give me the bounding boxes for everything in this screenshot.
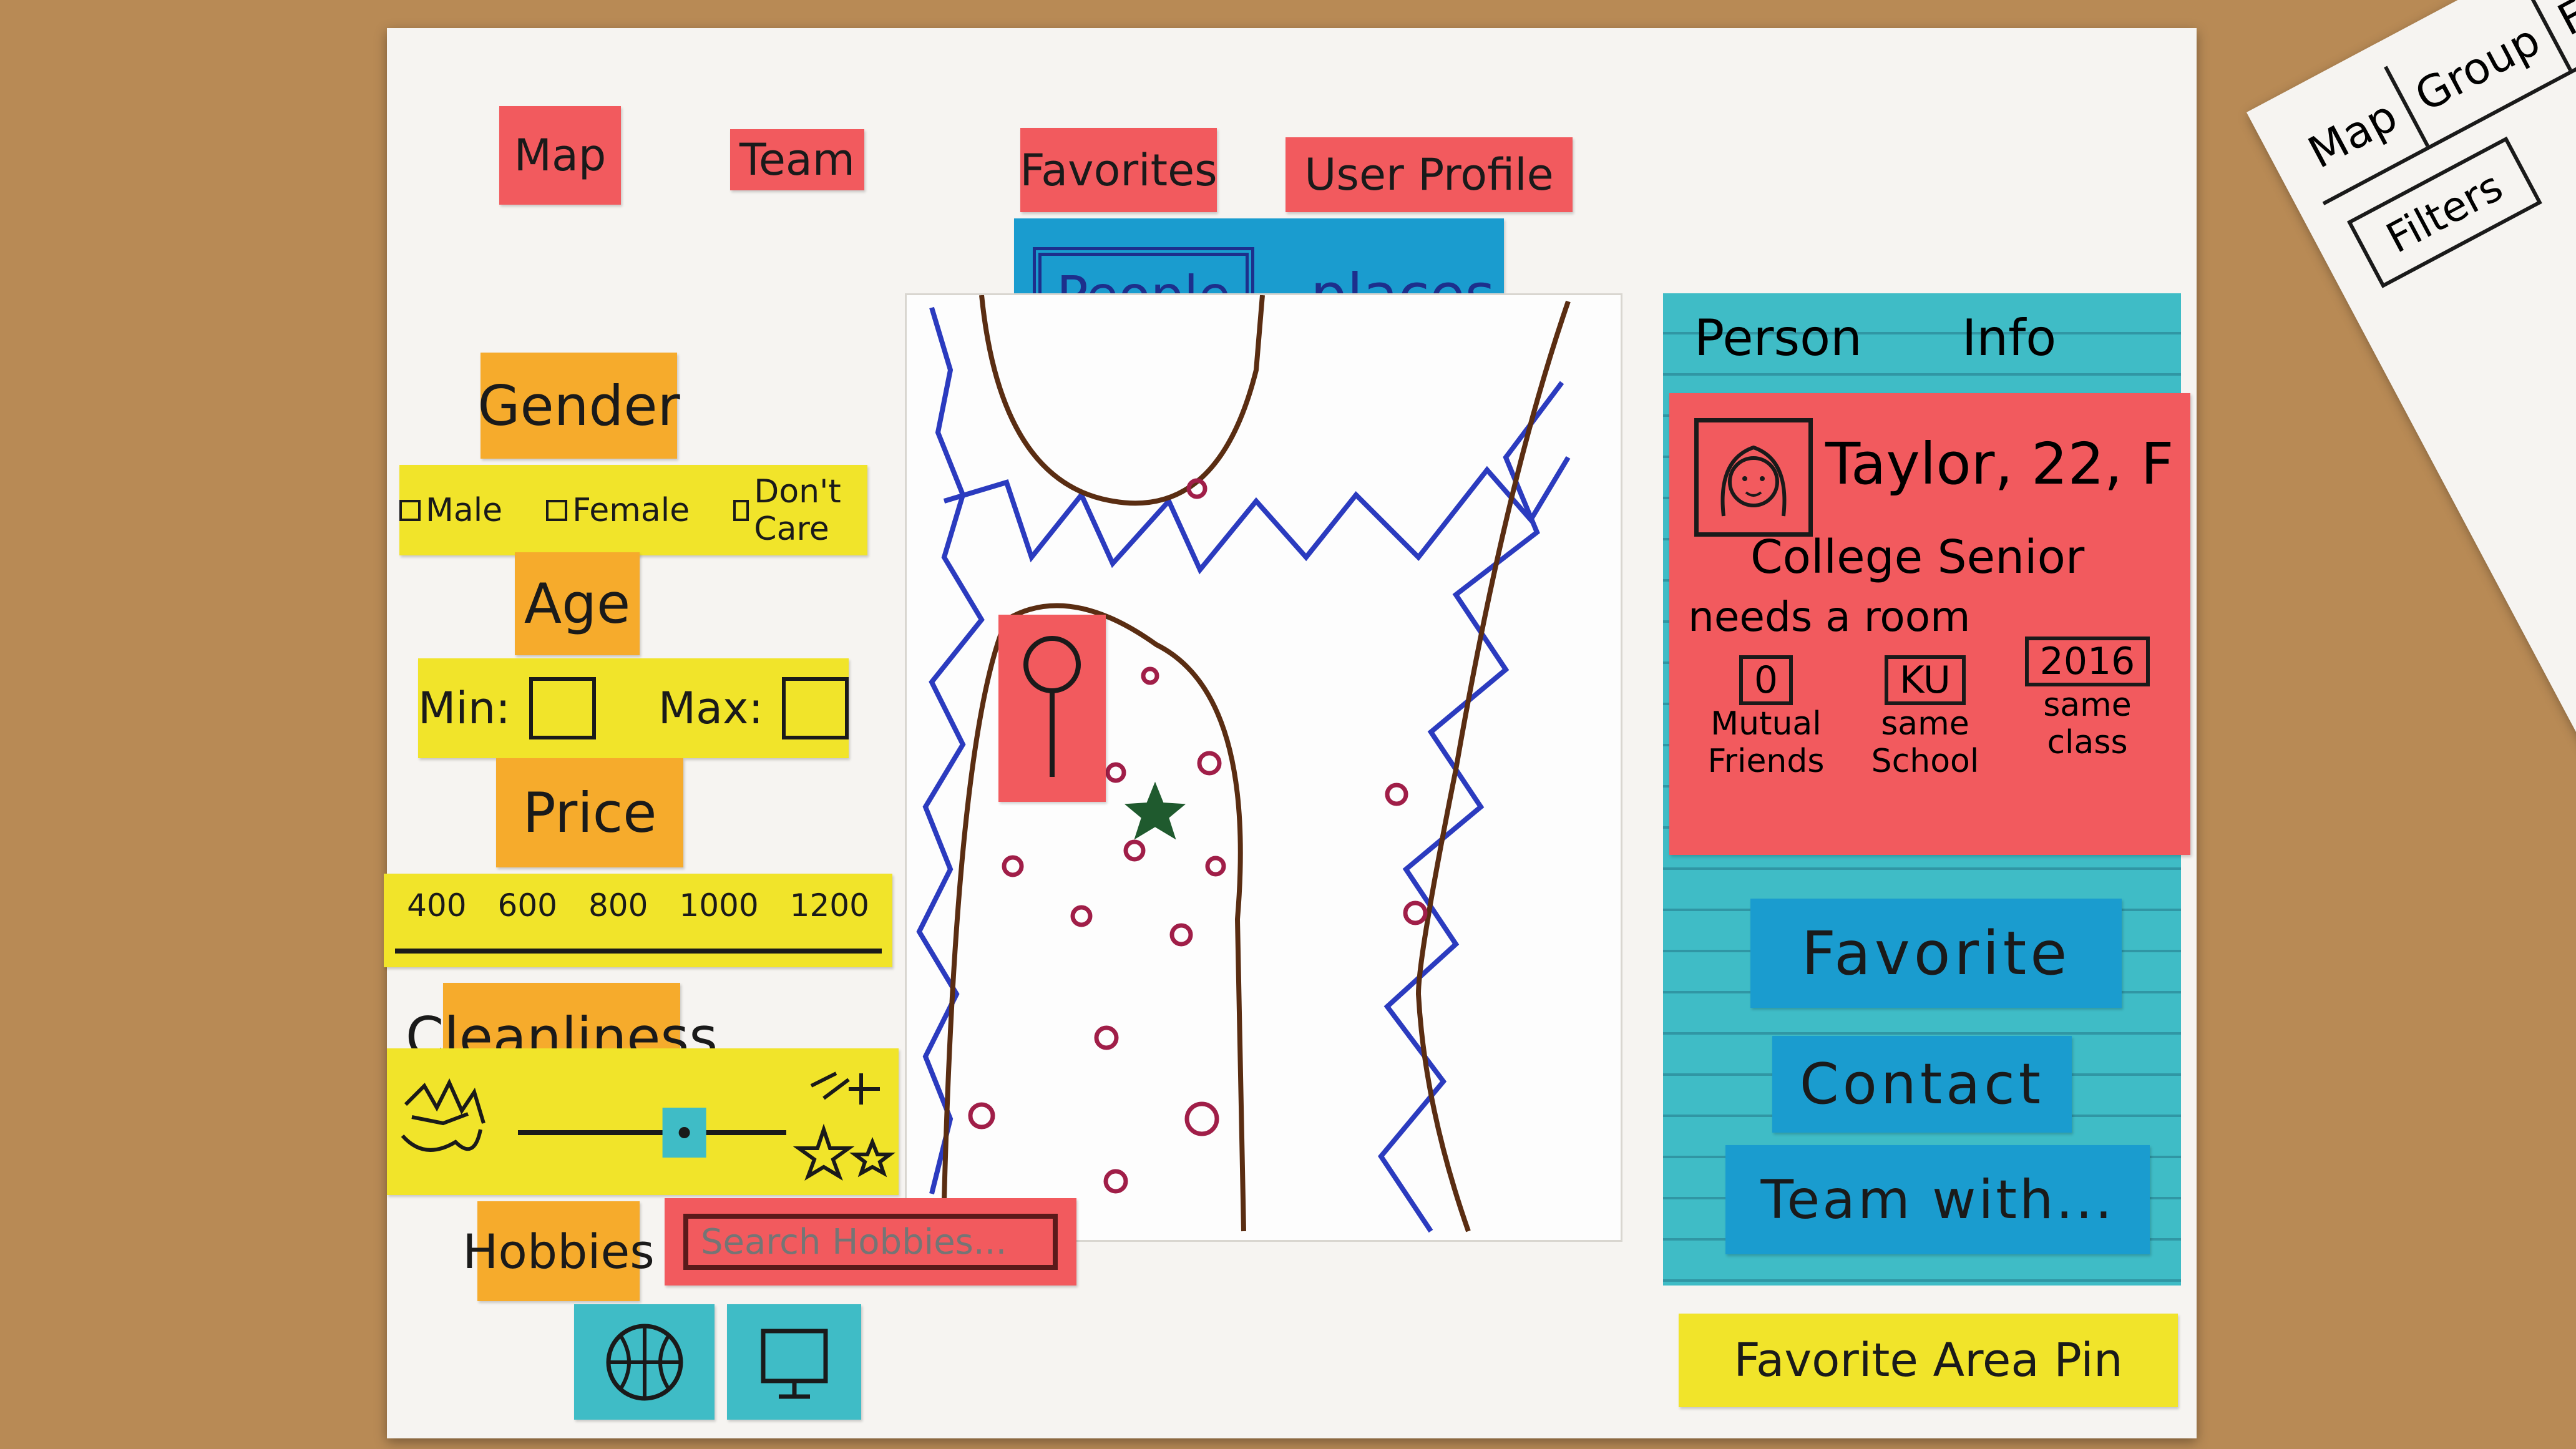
nav-tab-user-profile[interactable]: User Profile <box>1286 137 1573 212</box>
team-with-button[interactable]: Team with... <box>1725 1145 2150 1254</box>
selected-person-pin[interactable] <box>998 615 1106 802</box>
profile-card[interactable]: Taylor, 22, F College Senior needs a roo… <box>1669 393 2190 855</box>
basketball-icon <box>606 1324 683 1400</box>
messy-icon <box>401 1078 485 1152</box>
price-tick: 800 <box>588 887 648 924</box>
nav-tab-map[interactable]: Map <box>499 106 621 205</box>
favorite-star-icon <box>1124 781 1186 840</box>
place-markers <box>968 478 1428 1194</box>
stat-value: 0 <box>1739 655 1793 705</box>
gender-option-female[interactable]: Female <box>546 492 690 529</box>
road-inner <box>942 603 1246 1232</box>
price-tick: 400 <box>407 887 467 924</box>
place-marker <box>1403 900 1428 925</box>
price-slider[interactable]: 400 600 800 1000 1200 <box>384 874 892 967</box>
map-canvas[interactable] <box>905 293 1622 1242</box>
avatar-face-icon <box>1720 445 1787 517</box>
river-left <box>916 306 985 1194</box>
contact-button[interactable]: Contact <box>1772 1036 2072 1133</box>
profile-occupation: College Senior <box>1750 530 2085 584</box>
map-drawing <box>916 295 1571 1233</box>
price-tick: 1200 <box>789 887 869 924</box>
price-slider-track[interactable] <box>394 949 882 954</box>
road-right <box>1415 300 1571 1232</box>
stat-value: KU <box>1885 655 1966 705</box>
stat-same-school: KU same School <box>1863 655 1988 780</box>
sparkle-icon <box>793 1071 895 1181</box>
age-min-label: Min: <box>418 683 510 734</box>
hobbies-label: Hobbies <box>462 1201 655 1301</box>
place-marker <box>968 1102 995 1129</box>
place-marker <box>1002 855 1024 877</box>
hobby-computer[interactable] <box>727 1304 861 1420</box>
place-marker <box>1123 839 1146 862</box>
place-marker <box>1103 1169 1128 1194</box>
side-sheet: Map Group Fa Filters <box>2247 0 2576 774</box>
person-info-header-right: Info <box>1961 309 2057 367</box>
stat-value: 2016 <box>2024 637 2150 686</box>
age-max-input[interactable] <box>782 677 849 739</box>
nav-tab-team[interactable]: Team <box>730 129 864 190</box>
river-right <box>1378 381 1564 1233</box>
place-marker <box>1141 666 1159 685</box>
gender-label: Gender <box>477 353 680 459</box>
cleanliness-slider-drawing <box>401 1071 895 1181</box>
place-marker <box>1169 923 1193 947</box>
price-tick: 600 <box>497 887 557 924</box>
age-max-label: Max: <box>658 683 764 734</box>
hobby-basketball[interactable] <box>574 1304 715 1420</box>
place-marker <box>1197 751 1222 776</box>
place-marker <box>1094 1025 1119 1050</box>
place-marker <box>1385 783 1408 806</box>
pin-icon <box>1023 636 1081 777</box>
favorite-button[interactable]: Favorite <box>1750 899 2122 1008</box>
computer-icon <box>761 1329 827 1398</box>
place-marker <box>1105 762 1126 783</box>
hobbies-search <box>665 1198 1076 1286</box>
favorite-area-pin-button[interactable]: Favorite Area Pin <box>1679 1314 2178 1407</box>
profile-status: needs a room <box>1688 593 1971 641</box>
gender-option-male[interactable]: Male <box>399 492 502 529</box>
avatar <box>1694 418 1813 537</box>
profile-name-line: Taylor, 22, F <box>1825 431 2174 497</box>
place-marker <box>1184 1101 1219 1136</box>
age-label: Age <box>515 552 640 655</box>
place-marker <box>1186 478 1208 499</box>
cleanliness-slider[interactable] <box>387 1048 899 1195</box>
price-tick: 1000 <box>679 887 759 924</box>
age-range: Min: Max: <box>418 658 849 758</box>
river-top <box>943 456 1571 575</box>
person-info-header-left: Person <box>1694 309 1862 367</box>
gender-option-dont-care[interactable]: Don't Care <box>733 473 867 548</box>
nav-tab-favorites[interactable]: Favorites <box>1020 128 1217 212</box>
price-label: Price <box>496 758 683 867</box>
hobbies-search-input[interactable] <box>683 1214 1058 1270</box>
stat-same-class: 2016 same class <box>2019 637 2156 761</box>
stat-mutual-friends: 0 Mutual Friends <box>1707 655 1825 780</box>
age-min-input[interactable] <box>529 677 596 739</box>
road-top-curve <box>979 295 1265 506</box>
place-marker <box>1205 856 1226 877</box>
gender-options: Male Female Don't Care <box>399 465 867 555</box>
place-marker <box>1070 905 1093 927</box>
